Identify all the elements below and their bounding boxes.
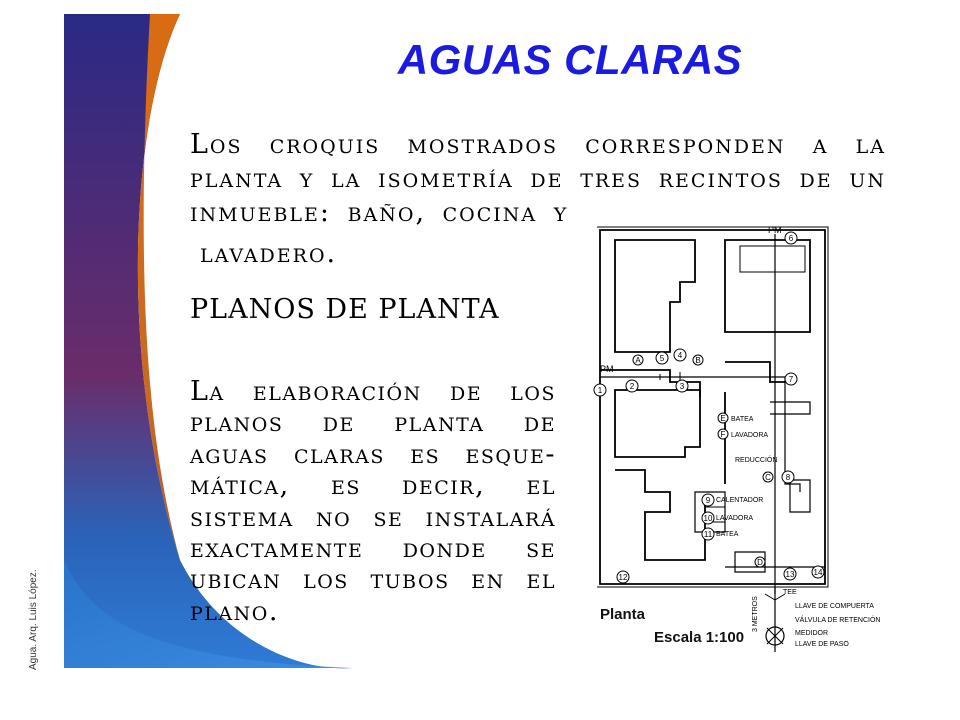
- label-llave-paso: LLAVE DE PASO: [795, 641, 849, 648]
- node-11-label: 11: [704, 530, 713, 539]
- lavadora-box: [734, 551, 766, 573]
- section-heading: PLANOS DE PLANTA: [190, 294, 500, 325]
- node-13-label: 13: [786, 570, 795, 579]
- node-10-label: 10: [704, 514, 713, 523]
- tee-mark: [764, 593, 786, 601]
- room-lower-left: [615, 469, 706, 561]
- node-9-label: 9: [706, 496, 711, 505]
- node-b-label: B: [695, 356, 700, 365]
- node-d-label: D: [757, 558, 763, 567]
- side-note: Agua. Arq. Luis López.: [28, 552, 148, 670]
- node-12: [616, 570, 630, 584]
- node-f-label: F: [721, 430, 726, 439]
- node-8-label: 8: [786, 473, 791, 482]
- label-calentador: CALENTADOR: [716, 497, 763, 504]
- node-a-label: A: [635, 356, 641, 365]
- label-reduccion: REDUCCIÓN: [735, 455, 777, 464]
- label-tee: TEE: [783, 589, 797, 596]
- room-mid-left: [614, 389, 701, 458]
- pm-label-2: PM: [768, 225, 782, 235]
- node-3-label: 3: [680, 382, 685, 391]
- body-paragraph: La elaboración de los planos de planta d…: [190, 376, 556, 627]
- wall-mid-2: [725, 361, 785, 383]
- node-6-label: 6: [789, 234, 794, 243]
- node-2: [625, 379, 639, 393]
- room-upper-left: [614, 239, 696, 353]
- node-6: [784, 231, 798, 245]
- label-llave-compuerta: LLAVE DE COMPUERTA: [795, 603, 874, 610]
- pm-label-1: PM: [600, 364, 614, 374]
- intro-paragraph: Los croquis mostrados corresponden a la …: [190, 129, 886, 228]
- node-4-label: 4: [678, 351, 683, 360]
- room-upper-right: [724, 239, 811, 333]
- node-c: [762, 471, 774, 483]
- node-13: [783, 567, 797, 581]
- supply-drop-right: [784, 377, 801, 492]
- label-valvula: VÁLVULA DE RETENCIÓN: [795, 615, 880, 624]
- kitchen-counter: [694, 491, 726, 533]
- side-note-text: Agua. Arq. Luis López.: [28, 569, 39, 670]
- label-lavadora-2: LAVADORA: [716, 515, 753, 522]
- node-8: [781, 470, 795, 484]
- label-lavadora: LAVADORA: [731, 432, 768, 439]
- label-medidor: MEDIDOR: [795, 630, 828, 637]
- node-7: [784, 372, 798, 386]
- node-b: [692, 354, 704, 366]
- node-1: [593, 383, 607, 397]
- batea-box: [770, 401, 811, 415]
- floor-plan-figure: PM PM 1 2 3 4 5 6 7 8 9 10 11 12: [593, 225, 880, 652]
- calentador-box: [789, 479, 811, 513]
- node-4: [673, 348, 687, 362]
- node-14-label: 14: [814, 568, 823, 577]
- label-batea: BATEA: [731, 416, 754, 423]
- node-14: [811, 565, 825, 579]
- medidor-cross: [766, 627, 784, 645]
- wall-mid-1: [600, 369, 701, 397]
- plan-outer-wall-outer: [597, 226, 829, 588]
- node-2-label: 2: [630, 382, 635, 391]
- slide-title: AGUAS CLARAS: [397, 36, 743, 83]
- node-e: [717, 412, 729, 424]
- node-12-label: 12: [619, 573, 628, 582]
- node-5-label: 5: [660, 354, 665, 363]
- node-10: [701, 511, 715, 525]
- node-f: [717, 428, 729, 440]
- node-3: [675, 379, 689, 393]
- node-c-label: C: [765, 473, 771, 482]
- room-upper-right-inner: [739, 245, 806, 273]
- node-d: [754, 556, 766, 568]
- node-e-label: E: [720, 414, 725, 423]
- node-11: [701, 527, 715, 541]
- label-3-metros: 3 METROS: [752, 596, 759, 632]
- medidor-symbol: [765, 626, 785, 646]
- node-5: [655, 351, 669, 365]
- label-batea-2: BATEA: [716, 531, 739, 538]
- intro-paragraph-continuation: lavadero.: [200, 238, 338, 269]
- plan-outer-wall: [599, 229, 826, 585]
- node-7-label: 7: [789, 375, 794, 384]
- figure-caption-scale: Escala 1:100: [654, 629, 745, 646]
- node-1-label: 1: [598, 386, 603, 395]
- node-a: [632, 354, 644, 366]
- node-9: [701, 493, 715, 507]
- figure-caption-name: Planta: [600, 606, 646, 623]
